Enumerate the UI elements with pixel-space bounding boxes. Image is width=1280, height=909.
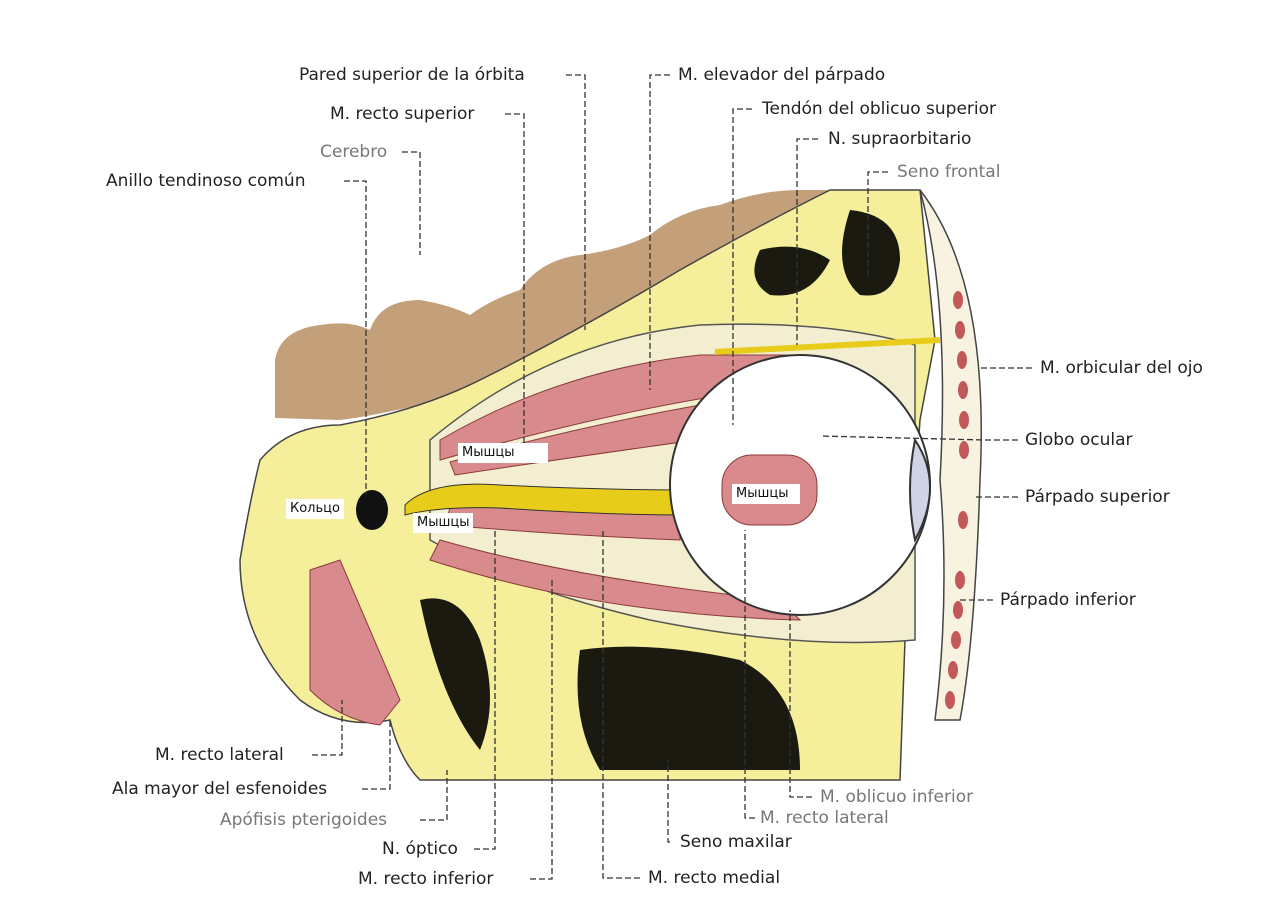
overlay-ring: Кольцо <box>286 499 344 519</box>
label-recto-medial: M. recto medial <box>648 868 781 888</box>
label-globo: Globo ocular <box>1025 430 1133 450</box>
label-recto-lateral-left: M. recto lateral <box>155 745 284 765</box>
label-parpado-superior: Párpado superior <box>1025 487 1170 507</box>
superior-oblique-tendon <box>714 337 941 355</box>
label-recto-lateral-right: M. recto lateral <box>760 808 889 828</box>
label-tendon-oblicuo: Tendón del oblicuo superior <box>762 99 997 119</box>
label-ala-mayor: Ala mayor del esfenoides <box>112 779 328 799</box>
label-anillo: Anillo tendinoso común <box>106 171 306 191</box>
label-seno-frontal: Seno frontal <box>897 162 1001 182</box>
label-parpado-inferior: Párpado inferior <box>1000 590 1136 610</box>
eyelid-region <box>919 189 982 721</box>
label-orbicular: M. orbicular del ojo <box>1040 358 1203 378</box>
overlay-muscles-3: Мышцы <box>732 484 800 504</box>
cornea <box>909 437 931 543</box>
frontal-sinus-2 <box>754 246 830 296</box>
lateral-rectus-cut <box>309 559 401 726</box>
label-pared-superior: Pared superior de la órbita <box>299 65 525 85</box>
label-recto-inferior: M. recto inferior <box>358 869 494 889</box>
label-oblicuo-inferior: M. oblicuo inferior <box>820 787 974 807</box>
label-recto-superior: M. recto superior <box>330 104 475 124</box>
label-elevador: M. elevador del párpado <box>678 65 886 85</box>
label-optico: N. óptico <box>382 839 458 859</box>
label-cerebro: Cerebro <box>320 142 388 162</box>
inferior-rectus <box>429 539 802 621</box>
label-seno-maxilar: Seno maxilar <box>680 832 792 852</box>
brain-region <box>275 190 830 420</box>
label-apofisis: Apófisis pterigoides <box>220 810 388 830</box>
sphenoid-sinus <box>420 598 490 750</box>
maxillary-sinus <box>577 646 800 770</box>
frontal-sinus <box>842 210 900 296</box>
overlay-muscles-2: Мышцы <box>413 513 473 533</box>
overlay-muscles-1: Мышцы <box>458 443 548 463</box>
orbicularis-fibers <box>945 291 969 709</box>
label-supraorbitario: N. supraorbitario <box>828 129 972 149</box>
leader-lines <box>312 74 1032 880</box>
annulus-ring <box>356 490 388 530</box>
